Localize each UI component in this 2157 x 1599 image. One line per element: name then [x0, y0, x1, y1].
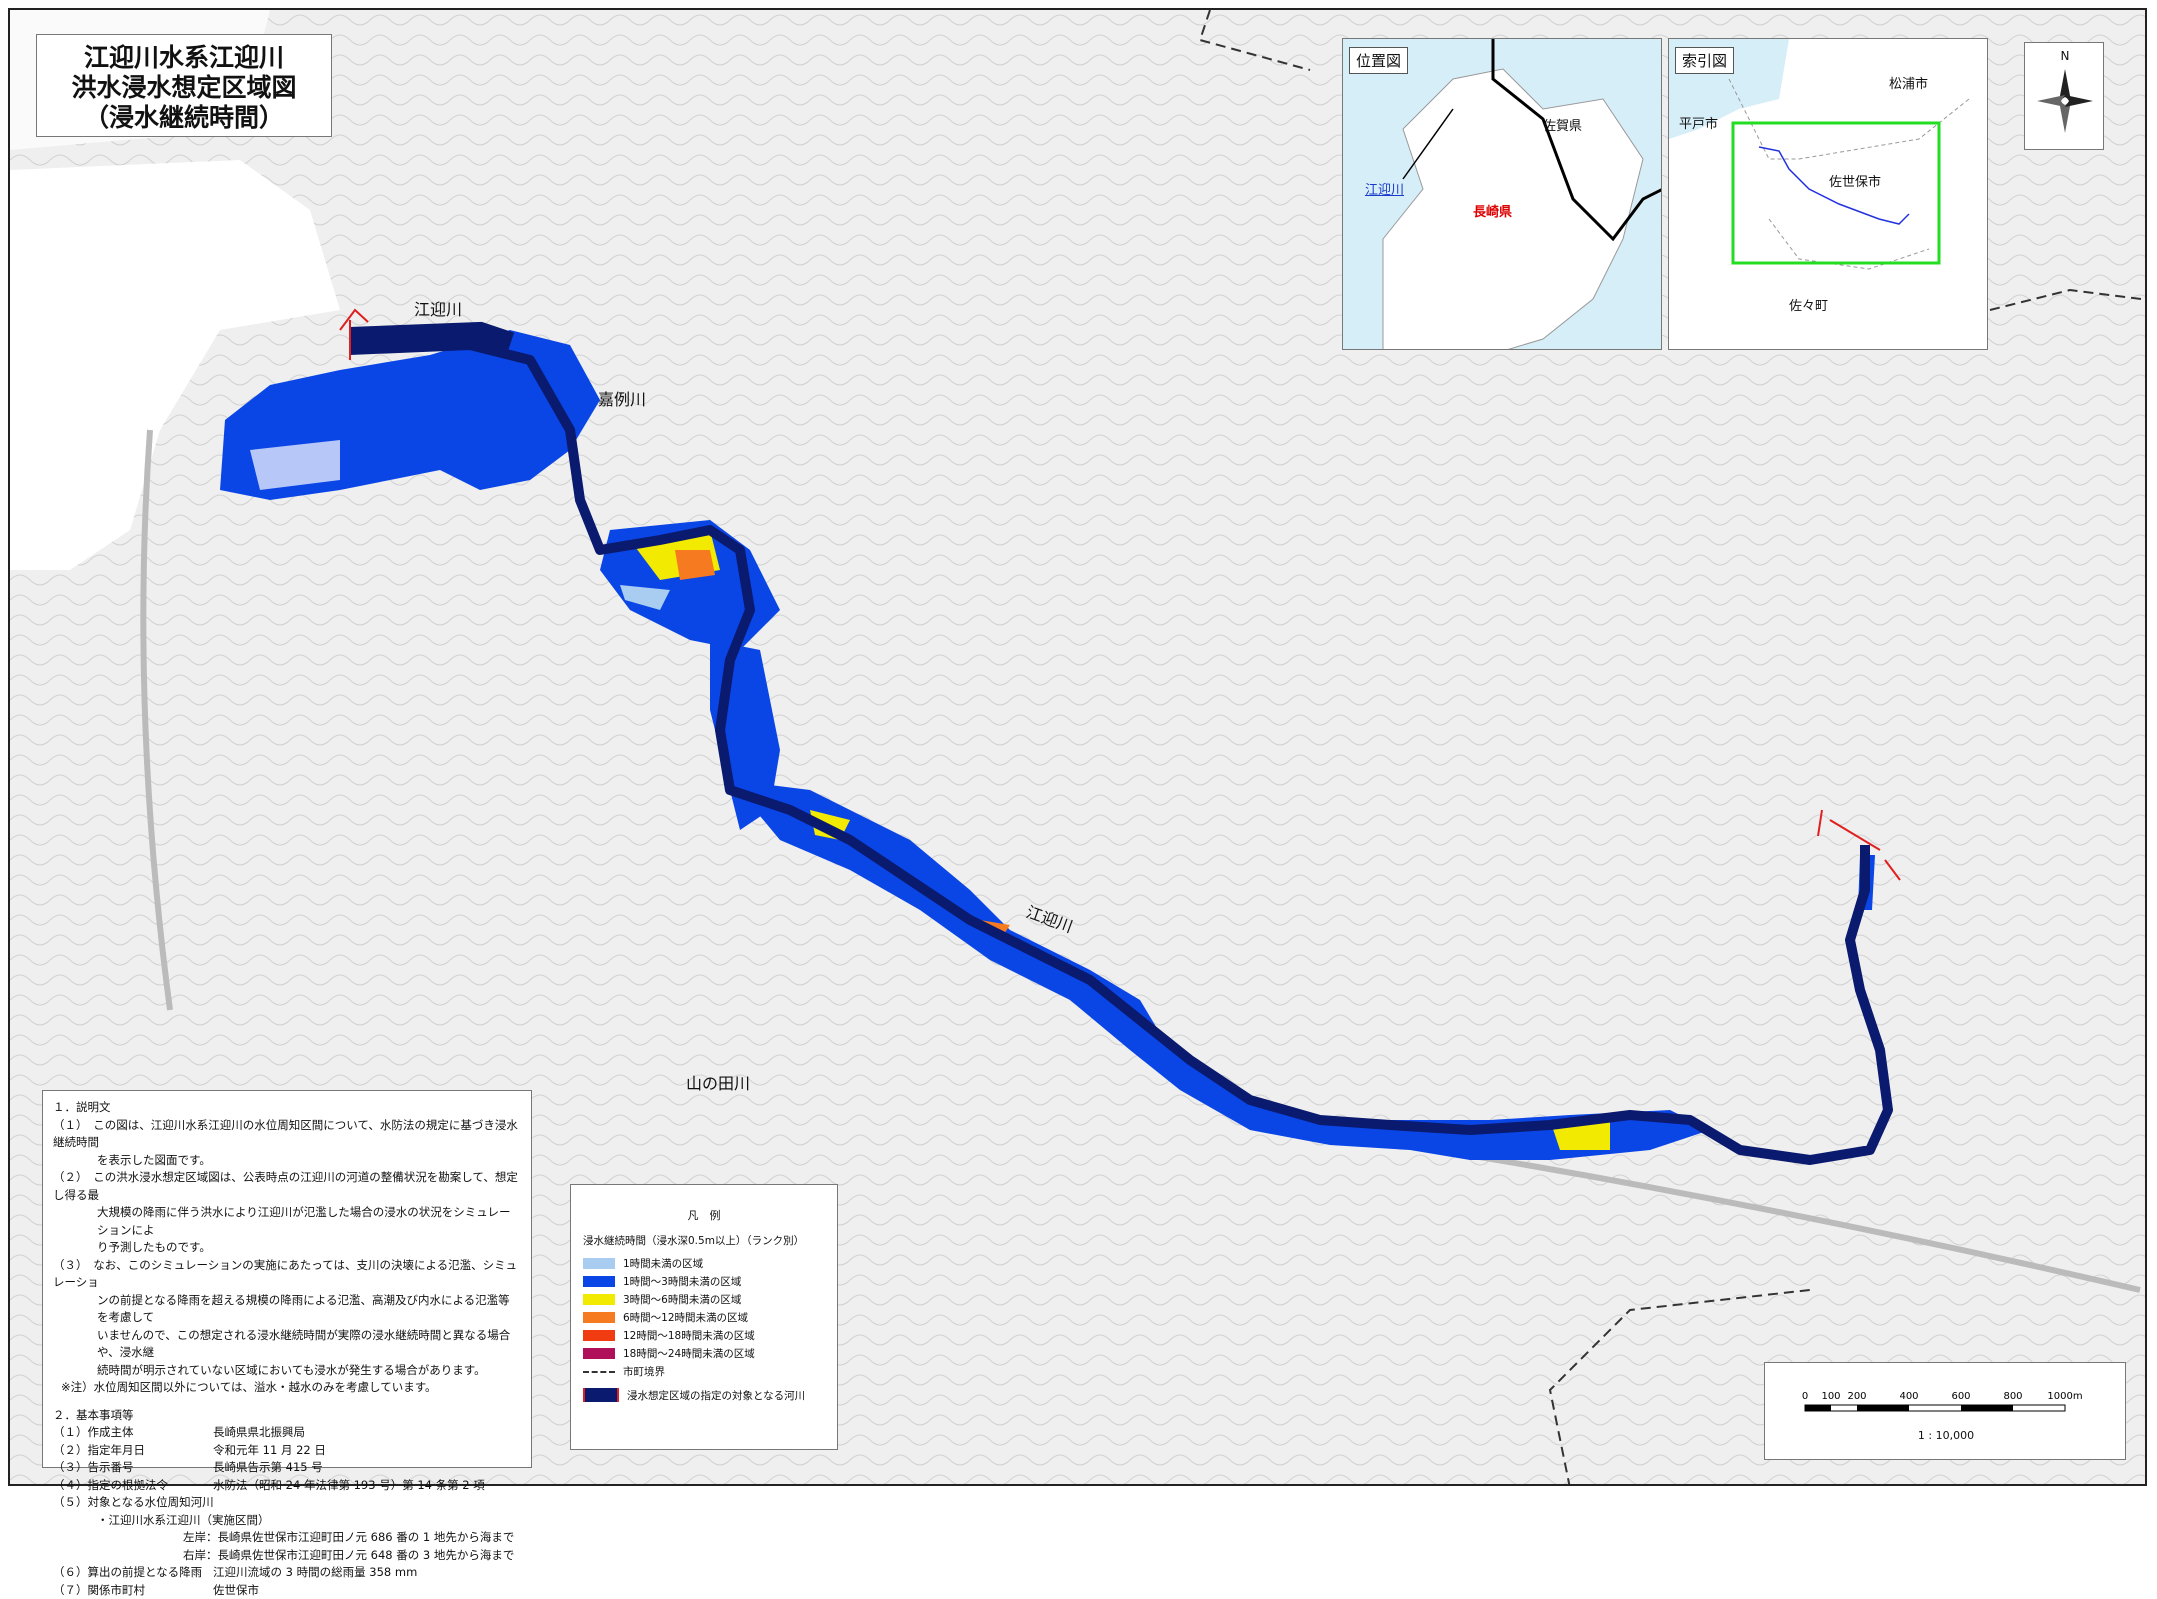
notes-row: （３）告示番号長崎県告示第 415 号 — [53, 1459, 521, 1477]
legend-item: 18時間～24時間未満の区域 — [583, 1344, 825, 1362]
notes-value: 令和元年 11 月 22 日 — [213, 1442, 326, 1460]
legend-item: 3時間～6時間未満の区域 — [583, 1290, 825, 1308]
notes-line: ※注）水位周知区間以外については、溢水・越水のみを考慮しています。 — [53, 1379, 521, 1397]
legend-label: 市町境界 — [623, 1364, 665, 1379]
north-letter: N — [2025, 49, 2105, 63]
river-label-tributary: 山の田川 — [686, 1070, 750, 1094]
notes-line: り予測したものです。 — [53, 1239, 521, 1257]
scale-tick-label: 400 — [1899, 1391, 1918, 1402]
notes-line: いませんので、この想定される浸水継続時間が実際の浸水継続時間と異なる場合や、浸水… — [53, 1327, 521, 1362]
notes-row: （４）指定の根拠法令水防法（昭和 24 年法律第 193 号）第 14 条第 2… — [53, 1477, 521, 1495]
notes-line: を表示した図面です。 — [53, 1152, 521, 1170]
title-line: 洪水浸水想定区域図 — [37, 73, 331, 103]
notes-value: 江迎川流域の 3 時間の総雨量 358 mm — [213, 1564, 417, 1582]
title-line: （浸水継続時間） — [37, 103, 331, 133]
legend-label: 3時間～6時間未満の区域 — [623, 1292, 741, 1307]
scale-bar: 0 100 200 400 600 800 1000m 1 : 10,000 — [1764, 1362, 2126, 1460]
legend-swatch — [583, 1330, 615, 1341]
legend-item: 1時間未満の区域 — [583, 1254, 825, 1272]
legend-item-boundary: 市町境界 — [583, 1362, 825, 1380]
scale-tick-label: 0 — [1802, 1391, 1808, 1402]
legend-swatch — [583, 1294, 615, 1305]
legend-title: 凡 例 — [583, 1207, 825, 1223]
notes-key: （７）関係市町村 — [53, 1582, 213, 1599]
legend-swatch — [583, 1312, 615, 1323]
map-title: 江迎川水系江迎川 洪水浸水想定区域図 （浸水継続時間） — [36, 34, 332, 137]
title-line: 江迎川水系江迎川 — [37, 43, 331, 73]
legend-items: 1時間未満の区域 1時間～3時間未満の区域 3時間～6時間未満の区域 6時間～12時間… — [583, 1254, 825, 1362]
notes-line: ンの前提となる降雨を超える規模の降雨による氾濫、高潮及び内水による氾濫等を考慮し… — [53, 1292, 521, 1327]
river-label-tributary: 嘉例川 — [598, 386, 646, 410]
legend-panel: 凡 例 浸水継続時間（浸水深0.5m以上）（ランク別） 1時間未満の区域 1時間～… — [570, 1184, 838, 1450]
notes-key: （５）対象となる水位周知河川 — [53, 1494, 521, 1512]
legend-swatch — [583, 1276, 615, 1287]
boundary-swatch — [583, 1371, 615, 1373]
notes-value: 長崎県県北振興局 — [213, 1424, 305, 1442]
notes-line: ・江迎川水系江迎川（実施区間） — [53, 1512, 521, 1530]
notes-row: （６）算出の前提となる降雨江迎川流域の 3 時間の総雨量 358 mm — [53, 1564, 521, 1582]
locator-label: 江迎川 — [1365, 179, 1404, 198]
notes-value: 佐世保市 — [213, 1582, 259, 1599]
scale-ratio: 1 : 10,000 — [1765, 1429, 2127, 1442]
notes-line: 右岸：長崎県佐世保市江迎町田ノ元 648 番の 3 地先から海まで — [53, 1547, 521, 1565]
locator-label: 佐賀県 — [1543, 115, 1582, 134]
notes-key: （６）算出の前提となる降雨 — [53, 1564, 213, 1582]
legend-label: 1時間未満の区域 — [623, 1256, 703, 1271]
legend-subtitle: 浸水継続時間（浸水深0.5m以上）（ランク別） — [583, 1233, 825, 1248]
notes-heading: ２．基本事項等 — [53, 1407, 521, 1425]
notes-heading: １．説明文 — [53, 1099, 521, 1117]
index-title: 索引図 — [1675, 47, 1734, 74]
locator-label: 長崎県 — [1473, 201, 1512, 220]
scale-tick-label: 200 — [1847, 1391, 1866, 1402]
legend-swatch — [583, 1258, 615, 1269]
notes-line: （３） なお、このシミュレーションの実施にあたっては、支川の決壊による氾濫、シミ… — [53, 1257, 521, 1292]
notes-value: 長崎県告示第 415 号 — [213, 1459, 323, 1477]
notes-value: 水防法（昭和 24 年法律第 193 号）第 14 条第 2 項 — [213, 1477, 485, 1495]
notes-line: 続時間が明示されていない区域においても浸水が発生する場合があります。 — [53, 1362, 521, 1380]
index-map: 索引図 松浦市 平戸市 佐世保市 佐々町 — [1668, 38, 1988, 350]
index-label: 平戸市 — [1679, 113, 1718, 132]
river-swatch — [583, 1388, 619, 1402]
legend-label: 1時間～3時間未満の区域 — [623, 1274, 741, 1289]
notes-key: （１）作成主体 — [53, 1424, 213, 1442]
notes-line: （１） この図は、江迎川水系江迎川の水位周知区間について、水防法の規定に基づき浸… — [53, 1117, 521, 1152]
index-label: 佐々町 — [1789, 295, 1828, 314]
notes-key: （３）告示番号 — [53, 1459, 213, 1477]
river-label-main: 江迎川 — [414, 296, 462, 320]
scale-tick-label: 600 — [1951, 1391, 1970, 1402]
scale-tick-label: 800 — [2003, 1391, 2022, 1402]
notes-row: （１）作成主体長崎県県北振興局 — [53, 1424, 521, 1442]
notes-line: 左岸：長崎県佐世保市江迎町田ノ元 686 番の 1 地先から海まで — [53, 1529, 521, 1547]
scale-tick-label: 1000m — [2047, 1391, 2082, 1402]
notes-key: （４）指定の根拠法令 — [53, 1477, 213, 1495]
locator-title: 位置図 — [1349, 47, 1408, 74]
legend-label: 18時間～24時間未満の区域 — [623, 1346, 755, 1361]
notes-row: （７）関係市町村佐世保市 — [53, 1582, 521, 1599]
north-arrow: N — [2024, 42, 2104, 150]
notes-key: （２）指定年月日 — [53, 1442, 213, 1460]
legend-swatch — [583, 1348, 615, 1359]
index-map-drawing — [1669, 39, 1988, 350]
legend-item: 12時間～18時間未満の区域 — [583, 1326, 825, 1344]
locator-map: 位置図 佐賀県 長崎県 江迎川 — [1342, 38, 1662, 350]
notes-panel: １．説明文 （１） この図は、江迎川水系江迎川の水位周知区間について、水防法の規… — [42, 1090, 532, 1468]
index-label: 佐世保市 — [1829, 171, 1881, 190]
legend-label: 浸水想定区域の指定の対象となる河川 — [627, 1388, 805, 1403]
legend-item-river: 浸水想定区域の指定の対象となる河川 — [583, 1380, 825, 1410]
legend-label: 6時間～12時間未満の区域 — [623, 1310, 748, 1325]
index-label: 松浦市 — [1889, 73, 1928, 92]
legend-item: 1時間～3時間未満の区域 — [583, 1272, 825, 1290]
notes-row: （２）指定年月日令和元年 11 月 22 日 — [53, 1442, 521, 1460]
legend-item: 6時間～12時間未満の区域 — [583, 1308, 825, 1326]
legend-label: 12時間～18時間未満の区域 — [623, 1328, 755, 1343]
notes-line: （２） この洪水浸水想定区域図は、公表時点の江迎川の河道の整備状況を勘案して、想… — [53, 1169, 521, 1204]
scale-bar-drawing: 0 100 200 400 600 800 1000m — [1765, 1363, 2127, 1461]
scale-tick-label: 100 — [1821, 1391, 1840, 1402]
notes-line: 大規模の降雨に伴う洪水により江迎川が氾濫した場合の浸水の状況をシミュレーションに… — [53, 1204, 521, 1239]
